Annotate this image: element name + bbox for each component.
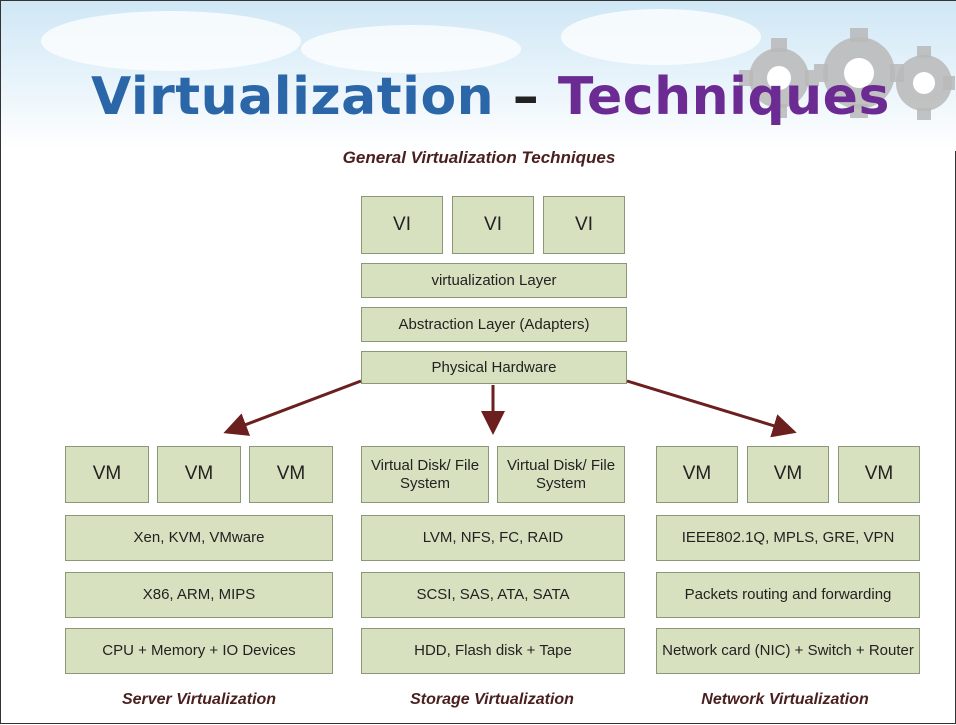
storage-virtual-disk-box: Virtual Disk/ File System [497, 446, 625, 503]
vi-box: VI [361, 196, 443, 254]
server-vm-box: VM [65, 446, 149, 503]
storage-layer-media: HDD, Flash disk + Tape [361, 628, 625, 674]
storage-layer-protocols: LVM, NFS, FC, RAID [361, 515, 625, 561]
storage-caption: Storage Virtualization [410, 691, 574, 708]
network-layer-protocols: IEEE802.1Q, MPLS, GRE, VPN [656, 515, 920, 561]
network-vm-box: VM [747, 446, 829, 503]
title-dash: – [494, 67, 558, 127]
network-caption: Network Virtualization [701, 691, 869, 708]
network-layer-hardware: Network card (NIC) + Switch + Router [656, 628, 920, 674]
gears-icon [739, 28, 955, 120]
abstraction-layer: Abstraction Layer (Adapters) [361, 307, 627, 342]
cloud-decoration [41, 11, 301, 71]
physical-hardware: Physical Hardware [361, 351, 627, 384]
server-caption: Server Virtualization [121, 691, 277, 708]
title-part1: Virtualization [91, 67, 495, 127]
slide-title: Virtualization – Techniques [91, 67, 890, 127]
server-layer-hypervisor: Xen, KVM, VMware [65, 515, 333, 561]
vi-box: VI [543, 196, 625, 254]
server-layer-hardware: CPU + Memory + IO Devices [65, 628, 333, 674]
cloud-decoration [301, 25, 521, 73]
arrow-to-network [626, 379, 797, 438]
storage-virtual-disk-box: Virtual Disk/ File System [361, 446, 489, 503]
diagram-subtitle: General Virtualization Techniques [342, 148, 616, 167]
virtualization-layer: virtualization Layer [361, 263, 627, 298]
server-vm-box: VM [249, 446, 333, 503]
arrow-to-server [223, 379, 362, 436]
storage-layer-interfaces: SCSI, SAS, ATA, SATA [361, 572, 625, 618]
title-part2: Techniques [557, 67, 890, 127]
network-layer-routing: Packets routing and forwarding [656, 572, 920, 618]
network-vm-box: VM [838, 446, 920, 503]
network-vm-box: VM [656, 446, 738, 503]
vi-box: VI [452, 196, 534, 254]
cloud-decoration [561, 9, 761, 65]
server-vm-box: VM [157, 446, 241, 503]
server-layer-isa: X86, ARM, MIPS [65, 572, 333, 618]
